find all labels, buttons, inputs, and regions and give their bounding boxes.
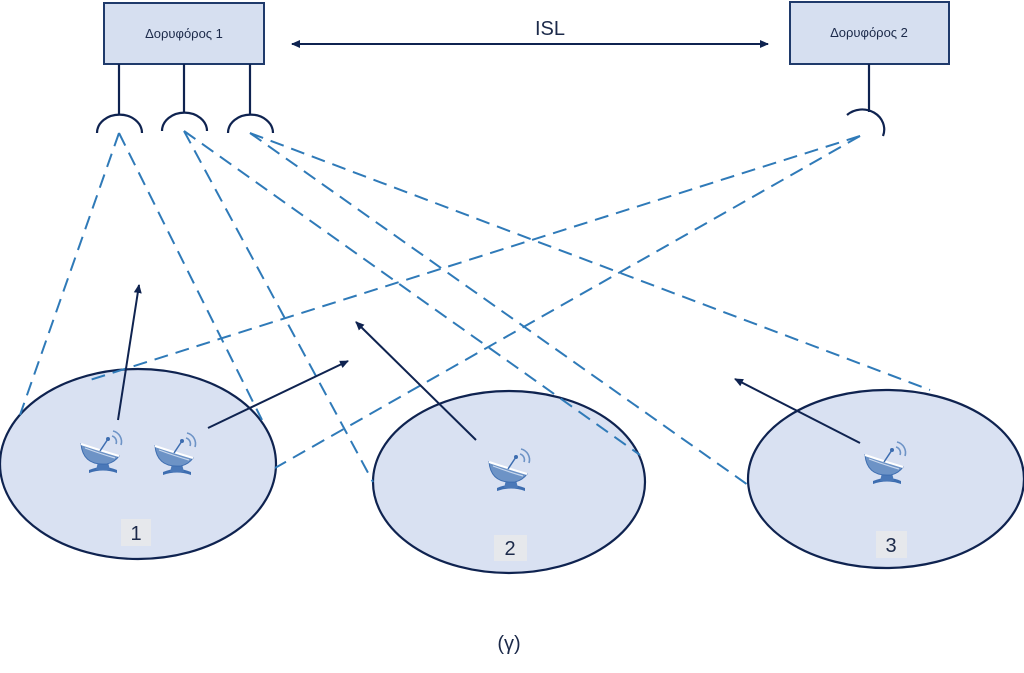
figure-caption: (γ): [497, 633, 520, 655]
coverage-zone-1: [0, 367, 278, 561]
satellite-2-box: [789, 1, 950, 65]
satellite-1-antennas: [95, 64, 275, 134]
isl-label: ISL: [535, 18, 565, 40]
satellite-2-label: Δορυφόρος 2: [830, 25, 908, 40]
satellite-2-antenna: [846, 64, 886, 137]
satellite-1-label: Δορυφόρος 1: [145, 26, 223, 41]
zone-1-label-box: [121, 519, 151, 546]
zone-2-label: 2: [504, 538, 515, 560]
zone-2-label-box: [494, 535, 527, 561]
satellite-1-box: [103, 2, 265, 65]
zone-3-label-box: [876, 531, 907, 558]
zone-1-label: 1: [130, 523, 141, 545]
uplink-arrows: [117, 284, 861, 444]
zone-3-label: 3: [885, 535, 896, 557]
spot-beams: [19, 130, 931, 486]
